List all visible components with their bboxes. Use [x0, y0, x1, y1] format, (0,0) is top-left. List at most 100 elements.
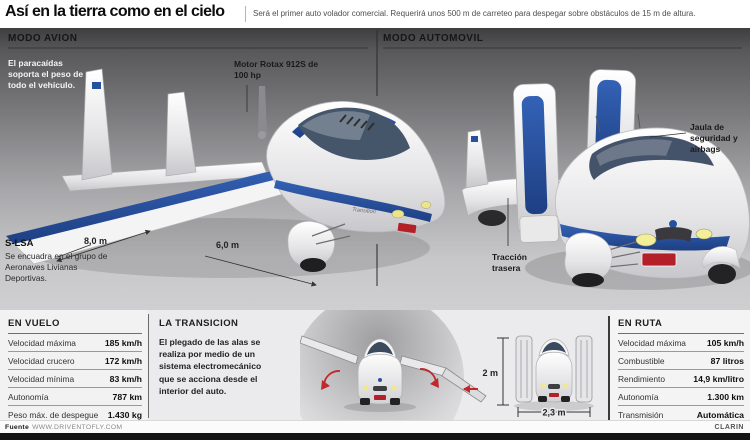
side-stripe [274, 180, 432, 222]
stat-value: 1.430 kg [107, 409, 142, 420]
headlight-icon [540, 383, 546, 389]
front-wheel-pod [287, 221, 335, 267]
folded-wing-left [513, 83, 561, 243]
height-dimension-label: 2 m [482, 368, 498, 378]
license-plate [641, 252, 677, 267]
main-illustration: Transition [0, 28, 750, 310]
stat-value: 1.300 km [707, 391, 744, 402]
annotation-motor: Motor Rotax 912S de 100 hp [234, 59, 319, 80]
mode-automovil-label: MODO AUTOMOVIL [383, 33, 484, 44]
license-plate [374, 395, 386, 400]
width-dimension-line [517, 407, 591, 417]
grille [373, 386, 387, 391]
stat-value: 14,9 km/litro [693, 373, 744, 384]
page-title: Así en la tierra como en el cielo [5, 3, 225, 20]
length-dimension-label: 6,0 m [216, 240, 240, 250]
propeller-icon [258, 86, 267, 134]
windshield [589, 135, 714, 180]
stat-row: Rendimiento 14,9 km/litro [618, 370, 744, 388]
brand-badge-icon [378, 378, 382, 382]
panel-la-transicion: LA TRANSICION El plegado de las alas se … [149, 310, 300, 420]
stat-row: Velocidad máxima 105 km/h [618, 334, 744, 352]
stat-label: Autonomía [8, 391, 49, 402]
canopy-glass [298, 107, 410, 160]
headlight-icon [391, 209, 405, 219]
page-subtitle: Será el primer auto volador comercial. R… [253, 9, 696, 18]
stat-label: Autonomía [618, 391, 659, 402]
slsa-text: Se encuadra en el grupo de Aeronaves Liv… [5, 251, 108, 283]
stat-row: Autonomía 787 km [8, 388, 142, 406]
la-transicion-title: LA TRANSICION [159, 318, 239, 329]
fold-arrowhead-icon [321, 380, 330, 390]
annotation-slsa: S-LSA Se encuadra en el grupo de Aeronav… [5, 238, 109, 284]
stat-row: Velocidad máxima 185 km/h [8, 334, 142, 352]
stat-value: 185 km/h [104, 337, 142, 348]
wheel-icon [478, 210, 506, 226]
wheel-icon [708, 264, 736, 284]
front-fender [564, 232, 613, 283]
fold-arrowhead-icon [430, 378, 439, 388]
stat-label: Velocidad máxima [8, 337, 76, 348]
en-vuelo-title: EN VUELO [8, 316, 142, 334]
en-ruta-title: EN RUTA [618, 316, 744, 334]
wheel-icon [360, 398, 370, 405]
stat-label: Transmisión [618, 409, 664, 420]
license-plate [549, 393, 559, 397]
stat-label: Velocidad crucero [8, 355, 75, 366]
tail-fin [81, 68, 113, 181]
mode-avion-label: MODO AVION [8, 33, 78, 44]
right-wing-outer-panel [441, 367, 487, 403]
wheel-icon [572, 273, 604, 287]
en-vuelo-table: Velocidad máxima 185 km/h Velocidad cruc… [8, 334, 142, 424]
footer-credit: CLARIN [714, 424, 744, 431]
annotation-jaula: Jaula de seguridad y airbags [690, 122, 738, 154]
stat-value: Automática [696, 409, 744, 420]
jaula-leader [649, 132, 687, 138]
panel-en-vuelo: EN VUELO Velocidad máxima 185 km/h Veloc… [0, 310, 148, 424]
headlight-icon [391, 385, 397, 391]
stat-row: Velocidad mínima 83 km/h [8, 370, 142, 388]
bottom-bar [0, 433, 750, 440]
stat-value: 105 km/h [706, 337, 744, 348]
header-divider [245, 6, 246, 22]
wheel-icon [300, 258, 326, 272]
annotation-traccion: Tracción trasera [492, 252, 527, 273]
en-ruta-table: Velocidad máxima 105 km/h Combustible 87… [618, 334, 744, 424]
stat-value: 83 km/h [109, 373, 142, 384]
wing-stripe [6, 166, 298, 244]
tail-fin [165, 91, 197, 177]
headlight-icon [695, 228, 713, 240]
headlight-icon [635, 233, 657, 247]
panel-en-ruta: EN RUTA Velocidad máxima 105 km/h Combus… [610, 310, 750, 424]
transition-canvas: 2 m [292, 292, 608, 440]
car-illustration [461, 69, 750, 287]
stat-row: Velocidad crucero 172 km/h [8, 352, 142, 370]
roof-vents-icon [339, 114, 375, 131]
windshield [542, 342, 566, 353]
tail-flag-icon [92, 82, 101, 89]
folded-front-view [514, 335, 594, 411]
stat-label: Rendimiento [618, 373, 666, 384]
stat-label: Velocidad mínima [8, 373, 75, 384]
grille [655, 227, 692, 242]
wing-fold-sequence [299, 335, 487, 412]
headlight-icon [562, 383, 568, 389]
source-label: Fuente [5, 424, 30, 431]
stat-value: 87 litros [710, 355, 744, 366]
wheel-icon [390, 398, 400, 405]
height-dimension-line [497, 337, 509, 406]
header: Así en la tierra como en el cielo Será e… [0, 0, 750, 28]
headlight-icon [363, 385, 369, 391]
vehicle-marking: Transition [352, 207, 376, 215]
slsa-title: S-LSA [5, 238, 34, 249]
windshield [367, 342, 393, 355]
transition-illustration: 2 m [292, 292, 608, 440]
stat-value: 172 km/h [104, 355, 142, 366]
la-transicion-text: El plegado de las alas se realiza por me… [159, 337, 262, 396]
wingspan-dimension-label: 8,0 m [84, 236, 108, 246]
strut-lines [311, 223, 351, 245]
tail-fin [465, 129, 489, 189]
stat-label: Velocidad máxima [618, 337, 686, 348]
